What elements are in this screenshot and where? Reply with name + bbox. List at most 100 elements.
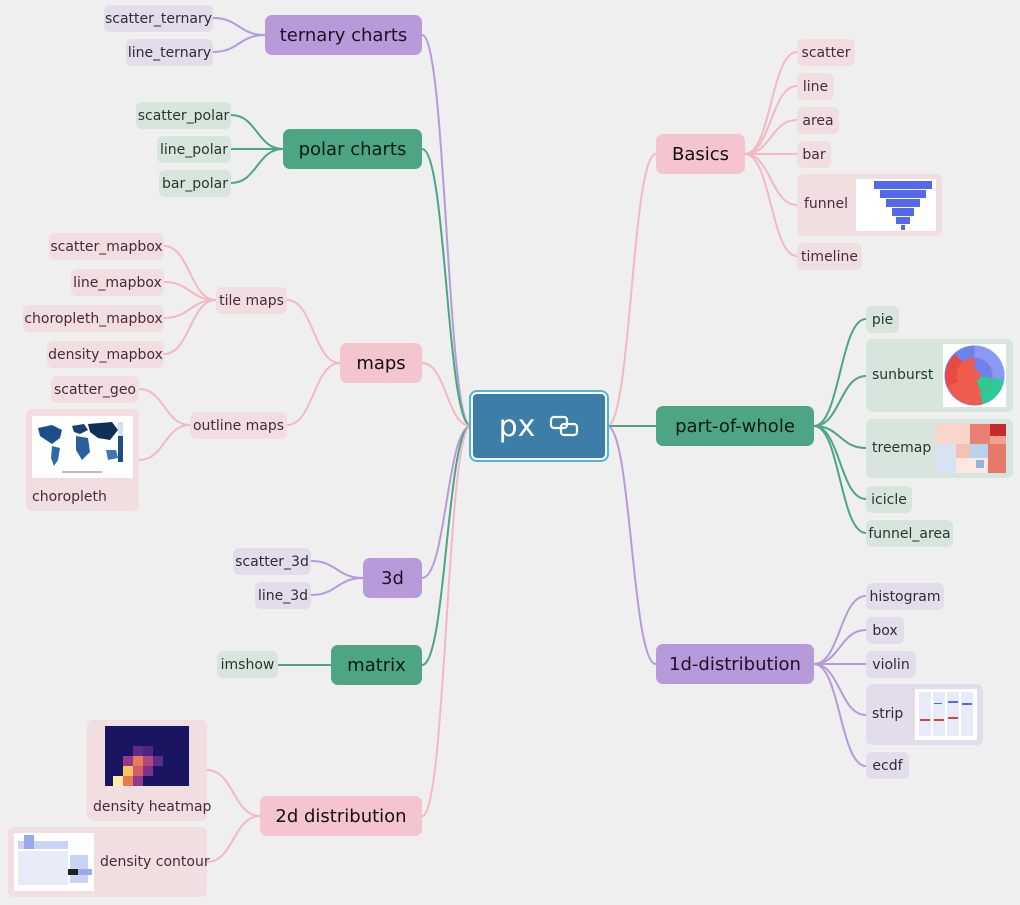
leaf-label: area	[802, 112, 834, 129]
choropleth-thumbnail	[32, 416, 133, 478]
leaf-label: density_mapbox	[48, 346, 163, 363]
leaf-histogram[interactable]: histogram	[866, 583, 944, 610]
leaf-choropleth[interactable]: choropleth	[26, 409, 139, 511]
edge-leaf	[138, 424, 191, 461]
leaf-area[interactable]: area	[797, 107, 839, 134]
edge-leaf	[310, 560, 364, 579]
branch-label: maps	[356, 352, 406, 374]
edge-leaf	[744, 85, 798, 155]
leaf-scatter-mapbox[interactable]: scatter_mapbox	[49, 233, 164, 260]
leaf-scatter-3d[interactable]: scatter_3d	[233, 548, 311, 575]
leaf-label: strip	[872, 706, 904, 722]
funnel-thumbnail	[856, 179, 936, 231]
leaf-label: treemap	[872, 440, 932, 456]
leaf-bar[interactable]: bar	[797, 141, 831, 168]
leaf-funnel[interactable]: funnel	[797, 174, 942, 236]
edge-leaf	[230, 114, 284, 150]
leaf-label: scatter	[801, 44, 851, 61]
edge-ternary	[421, 34, 472, 427]
leaf-strip[interactable]: strip	[866, 684, 983, 745]
leaf-label: bar	[802, 146, 826, 163]
leaf-label: funnel_area	[868, 525, 951, 542]
branch-label: ternary charts	[279, 24, 408, 46]
edge-leaf	[230, 148, 284, 184]
leaf-density-mapbox[interactable]: density_mapbox	[47, 341, 164, 368]
leaf-label: line	[802, 78, 829, 95]
root-node[interactable]: px	[471, 392, 607, 460]
leaf-violin[interactable]: violin	[866, 651, 916, 678]
leaf-treemap[interactable]: treemap	[866, 419, 1013, 478]
edge-leaf	[813, 663, 867, 716]
leaf-label: line_ternary	[127, 44, 212, 61]
edge-leaf	[813, 375, 867, 427]
branch-basics[interactable]: Basics	[656, 134, 745, 174]
edge-leaf	[212, 34, 266, 53]
leaf-scatter-ternary[interactable]: scatter_ternary	[104, 5, 213, 32]
leaf-label: ecdf	[872, 757, 903, 774]
branch-maps[interactable]: maps	[340, 343, 422, 383]
leaf-line-3d[interactable]: line_3d	[255, 582, 311, 609]
leaf-imshow[interactable]: imshow	[217, 651, 278, 678]
edge-leaf	[206, 769, 261, 817]
leaf-ecdf[interactable]: ecdf	[866, 752, 909, 779]
density-contour-thumbnail	[14, 833, 94, 891]
edge-3d	[421, 425, 472, 579]
branch-polar-charts[interactable]: polar charts	[283, 129, 422, 169]
leaf-bar-polar[interactable]: bar_polar	[159, 170, 231, 197]
leaf-line-polar[interactable]: line_polar	[157, 136, 231, 163]
leaf-timeline[interactable]: timeline	[797, 243, 862, 270]
branch-ternary-charts[interactable]: ternary charts	[265, 15, 422, 55]
edge-1d	[606, 425, 657, 665]
edge-leaf	[138, 388, 191, 426]
branch-1d-distribution[interactable]: 1d-distribution	[656, 644, 814, 684]
sub-branch-tile-maps[interactable]: tile maps	[216, 287, 287, 314]
branch-label: 2d distribution	[275, 805, 407, 827]
leaf-icicle[interactable]: icicle	[866, 486, 912, 513]
leaf-label: histogram	[869, 588, 941, 605]
edge-leaf	[310, 577, 364, 596]
branch-matrix[interactable]: matrix	[331, 645, 422, 685]
leaf-pie[interactable]: pie	[866, 306, 899, 333]
leaf-label: box	[872, 622, 898, 639]
leaf-line-ternary[interactable]: line_ternary	[126, 39, 213, 66]
leaf-label: bar_polar	[162, 175, 228, 192]
leaf-label: timeline	[801, 248, 858, 265]
leaf-label: violin	[872, 656, 910, 673]
edge-leaf	[813, 629, 867, 665]
leaf-scatter-geo[interactable]: scatter_geo	[51, 376, 139, 403]
leaf-label: density contour	[100, 854, 210, 870]
leaf-label: funnel	[804, 196, 849, 212]
branch-label: 1d-distribution	[669, 653, 801, 675]
branch-part-of-whole[interactable]: part-of-whole	[656, 406, 814, 446]
leaf-funnel-area[interactable]: funnel_area	[866, 520, 953, 547]
leaf-line-mapbox[interactable]: line_mapbox	[71, 269, 164, 296]
branch-2d-distribution[interactable]: 2d distribution	[260, 796, 422, 836]
leaf-label: scatter_geo	[54, 381, 136, 398]
treemap-thumbnail	[936, 424, 1006, 473]
leaf-label: line_polar	[160, 141, 228, 158]
edge-maps	[421, 362, 472, 427]
leaf-scatter-polar[interactable]: scatter_polar	[136, 102, 231, 129]
edge-matrix	[421, 425, 472, 666]
leaf-density-heatmap[interactable]: density heatmap	[87, 720, 211, 821]
edge-leaf	[163, 245, 217, 301]
edge-leaf	[813, 425, 867, 534]
leaf-line[interactable]: line	[797, 73, 834, 100]
sub-branch-outline-maps[interactable]: outline maps	[190, 412, 287, 439]
edge-leaf	[163, 299, 217, 355]
leaf-label: scatter_mapbox	[50, 238, 163, 255]
leaf-sunburst[interactable]: sunburst	[866, 339, 1013, 412]
branch-3d[interactable]: 3d	[363, 558, 422, 598]
sunburst-thumbnail	[943, 344, 1006, 407]
leaf-scatter[interactable]: scatter	[797, 39, 855, 66]
edge-leaf	[212, 17, 266, 36]
leaf-box[interactable]: box	[866, 617, 904, 644]
edge-basics	[606, 153, 657, 427]
edge-leaf	[744, 51, 798, 155]
leaf-label: pie	[871, 311, 894, 328]
leaf-density-contour[interactable]: density contour	[8, 827, 210, 897]
leaf-label: sunburst	[872, 367, 934, 383]
leaf-choropleth-mapbox[interactable]: choropleth_mapbox	[23, 305, 164, 332]
edge-leaf	[286, 299, 341, 364]
